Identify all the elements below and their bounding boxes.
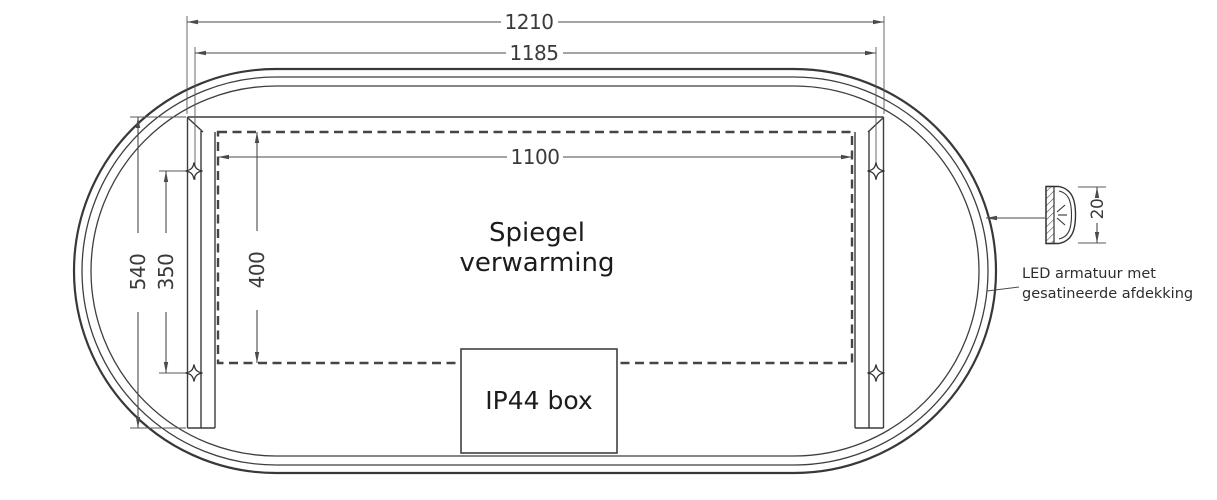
- screw-icon: [867, 364, 885, 382]
- ip44-box: IP44 box: [460, 348, 618, 454]
- led-light-rays-icon: [1056, 204, 1067, 226]
- heating-label-line2: verwarming: [459, 248, 614, 278]
- led-note: LED armatuur met gesatineerde afdekking: [986, 266, 1193, 302]
- screw-mount-markers: [185, 162, 885, 382]
- led-diffuser-inner-line: [1058, 190, 1073, 240]
- led-profile-detail: 20: [986, 185, 1108, 245]
- dim-frame-width: 1185: [194, 41, 877, 180]
- dim-heating-width: 1100: [218, 145, 852, 169]
- dim-text-540: 540: [126, 254, 150, 291]
- mounting-frame: [186, 116, 885, 429]
- screw-icon: [185, 364, 203, 382]
- heating-label: Spiegel verwarming: [459, 218, 614, 278]
- dim-text-350: 350: [154, 254, 178, 291]
- dim-screw-spacing: 350: [154, 170, 190, 374]
- heating-label-line1: Spiegel: [489, 218, 585, 248]
- led-note-line2: gesatineerde afdekking: [1022, 286, 1193, 302]
- dim-text-20: 20: [1088, 199, 1108, 220]
- dim-frame-height: 540: [126, 116, 186, 429]
- dim-text-1100: 1100: [511, 145, 560, 169]
- screw-icon: [867, 162, 885, 180]
- dim-overall-width: 1210: [186, 10, 885, 114]
- screw-icon: [185, 162, 203, 180]
- mirror-outline: [72, 67, 998, 475]
- dim-heating-height: 400: [245, 132, 269, 363]
- ip44-box-label: IP44 box: [485, 386, 592, 415]
- dim-text-1210: 1210: [505, 10, 554, 34]
- dim-text-1185: 1185: [510, 41, 559, 65]
- dim-text-400: 400: [245, 252, 269, 289]
- led-note-line1: LED armatuur met: [1022, 266, 1156, 282]
- led-profile-mount-hatch: [1045, 185, 1055, 245]
